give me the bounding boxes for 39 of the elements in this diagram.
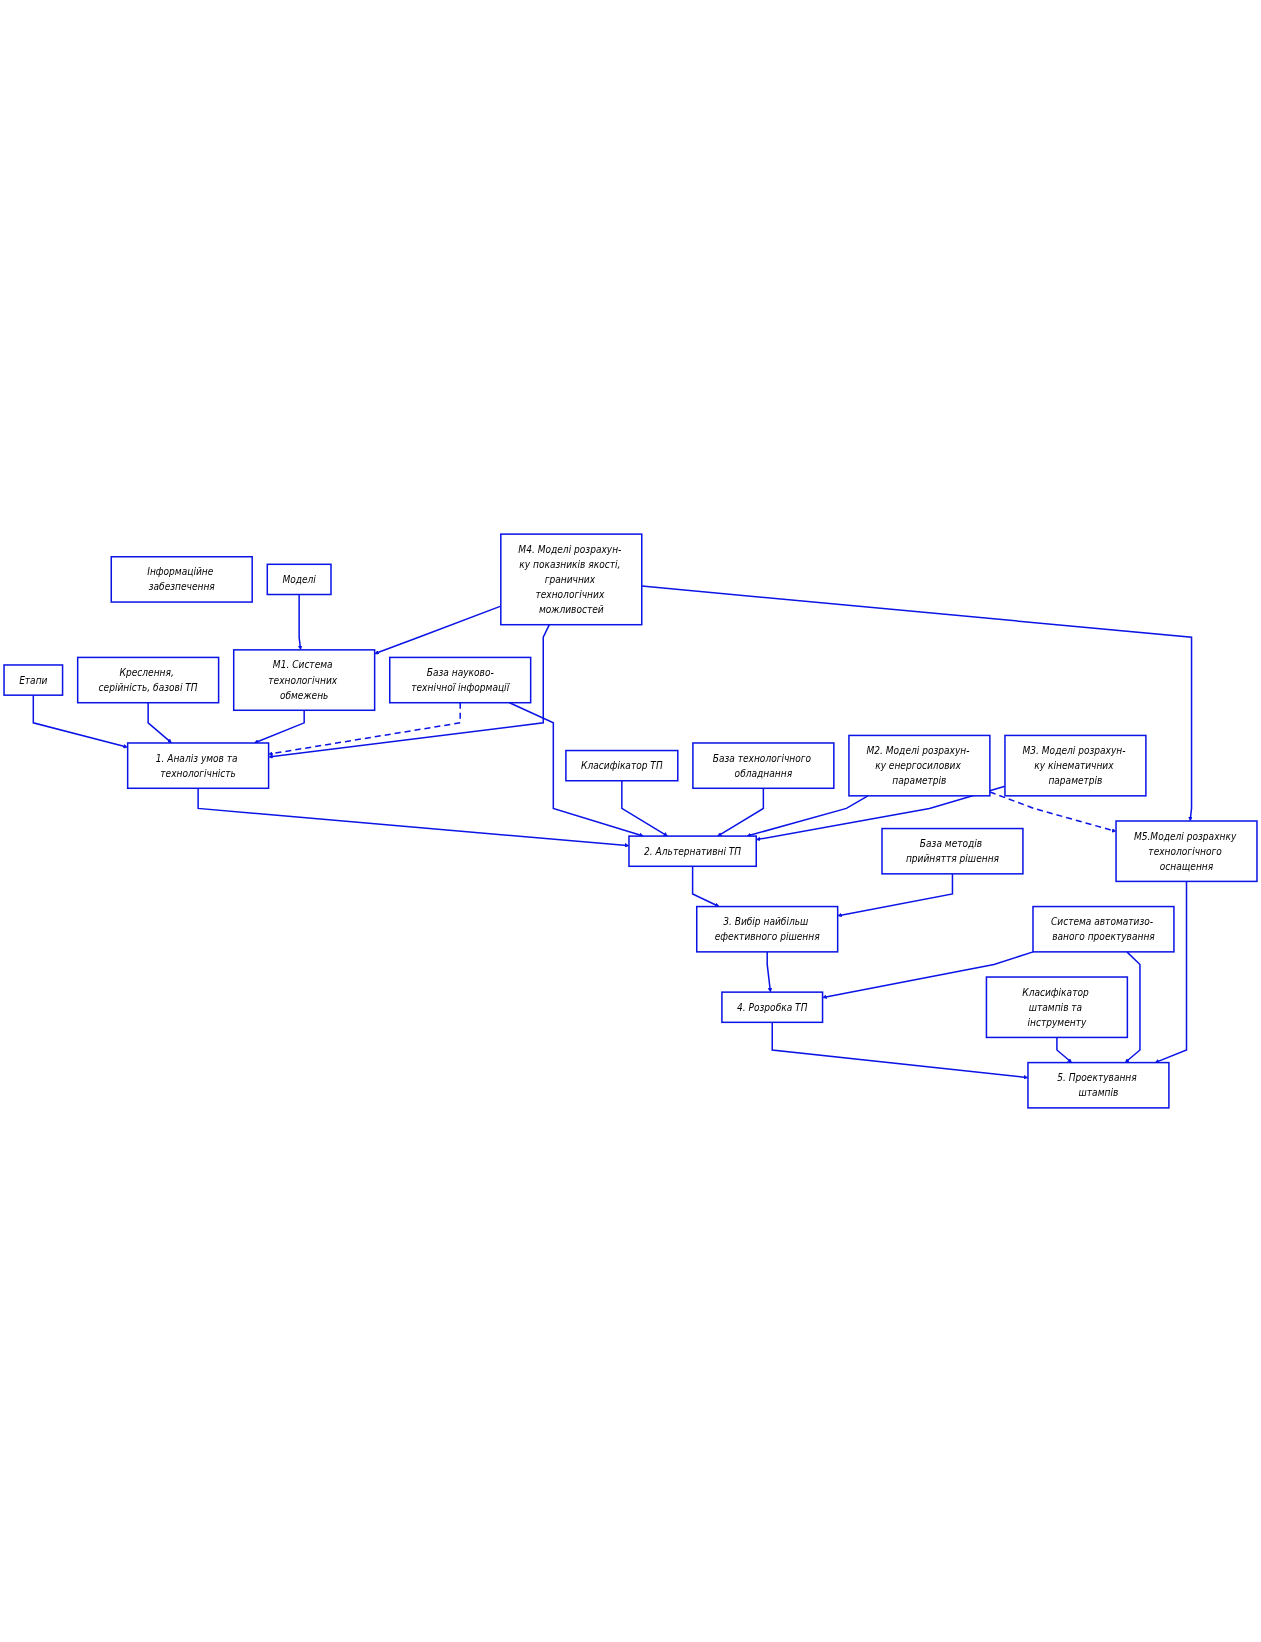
arrow bbox=[297, 593, 303, 651]
arrow bbox=[641, 585, 1193, 822]
node-box: 3. Вибір найбільш ефективного рішення bbox=[696, 905, 839, 953]
node-box: М4. Моделі розрахун- ку показників якості, граничних технологічних можливостей bbox=[500, 533, 643, 626]
node-box: Система автоматизо- ваного проектування bbox=[1032, 905, 1175, 953]
arrow bbox=[1124, 951, 1141, 1063]
node-box: База методів прийняття рішення bbox=[881, 827, 1024, 875]
arrow bbox=[691, 865, 720, 907]
node-box: Інформаційне забезпечення bbox=[110, 556, 253, 603]
node-box: М2. Моделі розрахун- ку енергосилових параметрів bbox=[848, 734, 991, 797]
node-box: М1. Система технологічних обмежень bbox=[232, 649, 376, 712]
arrow bbox=[1056, 1036, 1072, 1063]
node-box: Класифікатор штампів та інструменту bbox=[985, 976, 1129, 1039]
arrow bbox=[989, 791, 1117, 833]
node-box: Етапи bbox=[3, 664, 64, 696]
node-box: 5. Проектування штампів bbox=[1027, 1061, 1170, 1109]
node-box: 1. Аналіз умов та технологічність bbox=[126, 742, 270, 790]
arrow bbox=[717, 787, 765, 837]
arrow bbox=[621, 779, 668, 837]
arrow bbox=[837, 873, 954, 918]
arrow bbox=[268, 701, 461, 756]
arrow bbox=[746, 795, 869, 838]
node-box: 2. Альтернативні ТП bbox=[628, 835, 757, 868]
arrow bbox=[268, 623, 551, 759]
arrow bbox=[766, 951, 773, 993]
arrow bbox=[32, 694, 128, 749]
node-box: Класифікатор ТП bbox=[565, 749, 679, 782]
node-box: Моделі bbox=[266, 563, 332, 596]
arrow bbox=[147, 701, 172, 744]
arrow bbox=[1154, 880, 1188, 1064]
arrow bbox=[254, 709, 305, 744]
node-box: Креслення, серійність, базові ТП bbox=[76, 656, 220, 704]
arrow bbox=[822, 951, 1034, 999]
node-box: М5.Моделі розрахнку технологічного оснащення bbox=[1115, 820, 1258, 883]
arrow bbox=[508, 701, 644, 838]
node-box: База технологічного обладнання bbox=[692, 742, 835, 790]
node-box: База науково-технічної інформації bbox=[389, 656, 532, 704]
node-box: М3. Моделі розрахун- ку кінематичних параметрів bbox=[1004, 734, 1147, 797]
node-box: 4. Розробка ТП bbox=[721, 991, 824, 1024]
